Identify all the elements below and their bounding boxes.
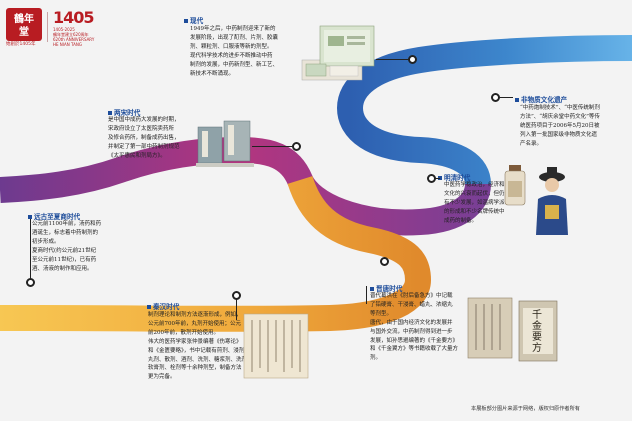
song-books-image — [196, 117, 254, 169]
image-credit-footnote: 本展板部分图片来源于网络，版权归原作者所有 — [471, 406, 580, 412]
logo-divider — [47, 12, 48, 42]
leader-jin-tang — [366, 286, 367, 304]
era-marker-icon — [184, 19, 188, 23]
timeline-node-ming-qing — [427, 174, 436, 183]
era-title-modern: 现代 — [184, 15, 203, 25]
book-cover-title: 千金要方 — [532, 310, 542, 354]
leader-ancient — [30, 219, 31, 283]
era-text-ming-qing: 中医药学稳政治，经济和 文化的兴衰而起伏，但仍 有不少发展，如温病学派 的形成和… — [444, 182, 505, 224]
svg-text:堂: 堂 — [19, 25, 29, 38]
ming-qing-bottle-image — [500, 163, 530, 207]
era-title-song: 两宋时代 — [108, 107, 140, 117]
leader-qin-han — [236, 296, 237, 320]
band-segment-top — [336, 35, 632, 186]
era-marker-icon — [370, 287, 374, 291]
era-text-qin-han: 制剂理论和制剂方法逐渐形成，例如， 公元前700年前，丸剂开始使用；公元 前20… — [148, 312, 253, 381]
leader-modern — [376, 59, 413, 60]
era-marker-icon — [438, 176, 442, 180]
era-title-jin-tang: 晋唐时代 — [370, 283, 402, 293]
era-title-heritage: 非物质文化遗产 — [515, 94, 567, 104]
era-text-ancient: 公元前1100年前，汤药和药 酒诞生，标志着中药制剂的 初步形成。 夏商时代(约… — [32, 221, 101, 272]
era-title-ancient: 远古至夏商时代 — [28, 211, 80, 221]
era-marker-icon — [147, 305, 151, 309]
era-text-modern: 1949年之后，中药制剂迎来了新的 发展阶段，出现了酊剂、片剂、胶囊 剂、颗粒剂… — [190, 26, 279, 77]
era-text-song: 是中国中成药大发展的时期， 宋政府设立了太医院卖药所 及修合药所，制备成药出售，… — [108, 117, 180, 159]
timeline-node-modern — [408, 55, 417, 64]
era-title-qin-han: 秦汉时代 — [147, 301, 179, 311]
timeline-node-jin-tang — [380, 257, 389, 266]
qin-han-manuscript-image — [242, 312, 310, 380]
era-title-ming-qing: 明清时代 — [438, 172, 470, 182]
qian-jin-yao-fang-book-image: 千金要方 — [518, 300, 558, 362]
modern-medicine-boxes-image — [300, 20, 380, 84]
band-segment-bottom-main — [0, 175, 432, 332]
timeline-node-song — [292, 142, 301, 151]
era-marker-icon — [28, 215, 32, 219]
jin-tang-scroll-image — [466, 296, 514, 360]
anniversary-lines: 1405-2025 鶴年堂建立620周年 620th ANNIVERSARY H… — [53, 27, 95, 47]
brand-seal: 鶴年 堂 — [6, 8, 42, 41]
band-segment-middle — [0, 136, 491, 236]
timeline-node-qin-han — [232, 291, 241, 300]
svg-text:鶴年: 鶴年 — [14, 12, 34, 25]
brand-logo: 鶴年 堂 始創於1405年 1405 1405-2025 鶴年堂建立620周年 … — [6, 8, 156, 48]
era-marker-icon — [515, 98, 519, 102]
ming-qing-portrait-image — [532, 165, 572, 235]
era-text-jin-tang: 晋代葛洪在《肘后备急方》中记载 了铅硬膏、干浸膏、蜡丸、浓缩丸 等剂型。 唐代，… — [370, 293, 459, 362]
leader-ming-qing — [432, 178, 440, 179]
brand-since: 始創於1405年 — [6, 42, 36, 47]
leader-song — [252, 146, 297, 147]
era-marker-icon — [108, 111, 112, 115]
leader-heritage — [496, 97, 513, 98]
timeline-node-heritage — [491, 93, 500, 102]
era-text-heritage: “中药炮制技术”、“中医传统制剂 方法”、“胡庆余堂中药文化”等传 统医药项目于… — [520, 105, 600, 147]
timeline-node-ancient — [26, 278, 35, 287]
anniversary-mark: 1405 — [53, 8, 95, 27]
